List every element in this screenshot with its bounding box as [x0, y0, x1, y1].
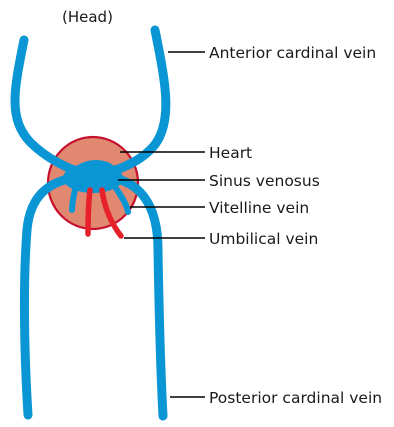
- label-sinus-venosus: Sinus venosus: [209, 172, 320, 190]
- label-heart: Heart: [209, 144, 252, 162]
- label-anterior-cardinal-vein: Anterior cardinal vein: [209, 44, 376, 62]
- label-umbilical-vein: Umbilical vein: [209, 230, 318, 248]
- label-posterior-cardinal-vein: Posterior cardinal vein: [209, 389, 382, 407]
- label-vitelline-vein: Vitelline vein: [209, 199, 309, 217]
- head-label: (Head): [62, 8, 113, 26]
- umbilical-vein-left: [88, 190, 90, 234]
